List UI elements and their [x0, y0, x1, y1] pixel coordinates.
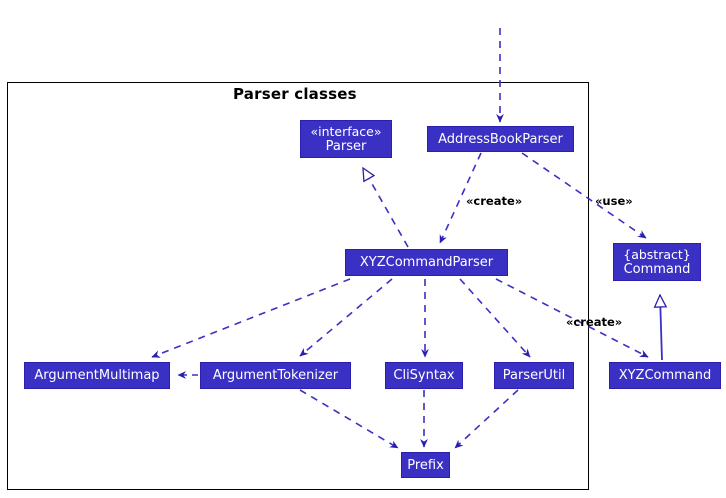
edge-xyz-command-extends-command — [653, 293, 668, 361]
class-node-argument-tokenizer[interactable]: ArgumentTokenizer — [200, 362, 351, 389]
class-label-argument-multimap: ArgumentMultimap — [34, 368, 160, 383]
class-label-parser-util: ParserUtil — [502, 368, 566, 383]
class-label-xyz-command: XYZCommand — [618, 368, 712, 383]
class-label-address-book-parser: AddressBookParser — [438, 131, 563, 147]
class-label-xyz-command-parser: XYZCommandParser — [359, 255, 494, 270]
class-label-command: Command — [623, 261, 691, 277]
class-node-command[interactable]: {abstract} Command — [613, 243, 701, 281]
class-label-prefix: Prefix — [407, 457, 444, 473]
edge-label-create-parser: «create» — [466, 194, 523, 208]
edge-label-use-command: «use» — [595, 194, 633, 208]
class-stereotype-command: {abstract} — [623, 246, 691, 262]
class-node-prefix[interactable]: Prefix — [401, 452, 450, 478]
class-node-argument-multimap[interactable]: ArgumentMultimap — [24, 362, 170, 389]
edge-label-create-command: «create» — [566, 315, 623, 329]
class-node-xyz-command[interactable]: XYZCommand — [609, 362, 721, 389]
class-node-cli-syntax[interactable]: CliSyntax — [385, 362, 463, 389]
class-label-parser: Parser — [325, 138, 367, 154]
class-node-parser[interactable]: «interface» Parser — [300, 120, 392, 158]
class-node-address-book-parser[interactable]: AddressBookParser — [427, 126, 574, 152]
class-label-argument-tokenizer: ArgumentTokenizer — [212, 368, 339, 383]
class-node-parser-util[interactable]: ParserUtil — [494, 362, 574, 389]
class-label-cli-syntax: CliSyntax — [393, 368, 455, 383]
class-node-xyz-command-parser[interactable]: XYZCommandParser — [345, 249, 508, 276]
class-stereotype-parser: «interface» — [310, 123, 382, 139]
package-title: Parser classes — [233, 85, 357, 103]
